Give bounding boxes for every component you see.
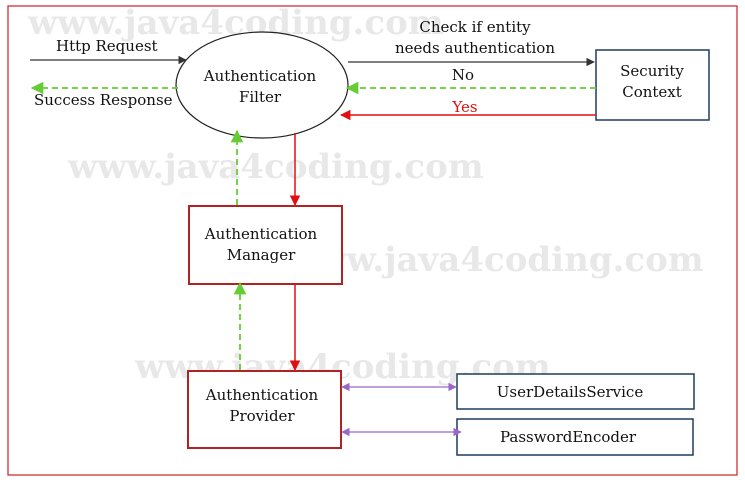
security-context-label-line2: Context: [622, 83, 682, 101]
user-details-service-node: UserDetailsService: [456, 373, 695, 410]
provider-label-line1: Authentication: [205, 386, 319, 404]
security-context-node: Security Context: [595, 49, 710, 121]
password-encoder-node: PasswordEncoder: [456, 418, 694, 456]
http-request-label: Http Request: [56, 37, 158, 55]
check-label-line2: needs authentication: [395, 39, 555, 57]
yes-label: Yes: [451, 98, 477, 116]
authentication-provider-node: Authentication Provider: [187, 370, 342, 449]
manager-label-line2: Manager: [227, 246, 296, 264]
password-encoder-label: PasswordEncoder: [500, 428, 637, 446]
user-details-service-label: UserDetailsService: [497, 383, 644, 401]
success-response-label: Success Response: [34, 91, 173, 109]
diagram-frame: [7, 5, 738, 476]
no-label: No: [452, 66, 474, 84]
provider-label-line2: Provider: [229, 407, 295, 425]
filter-label-line1: Authentication: [203, 67, 317, 85]
authentication-filter-node: Authentication Filter: [175, 31, 349, 139]
watermark: www.java4coding.com: [287, 240, 704, 280]
authentication-manager-node: Authentication Manager: [188, 205, 343, 285]
filter-label-line2: Filter: [239, 88, 282, 106]
check-label-line1: Check if entity: [419, 18, 531, 36]
security-context-label-line1: Security: [620, 62, 684, 80]
manager-label-line1: Authentication: [204, 225, 318, 243]
watermark: www.java4coding.com: [67, 147, 484, 187]
